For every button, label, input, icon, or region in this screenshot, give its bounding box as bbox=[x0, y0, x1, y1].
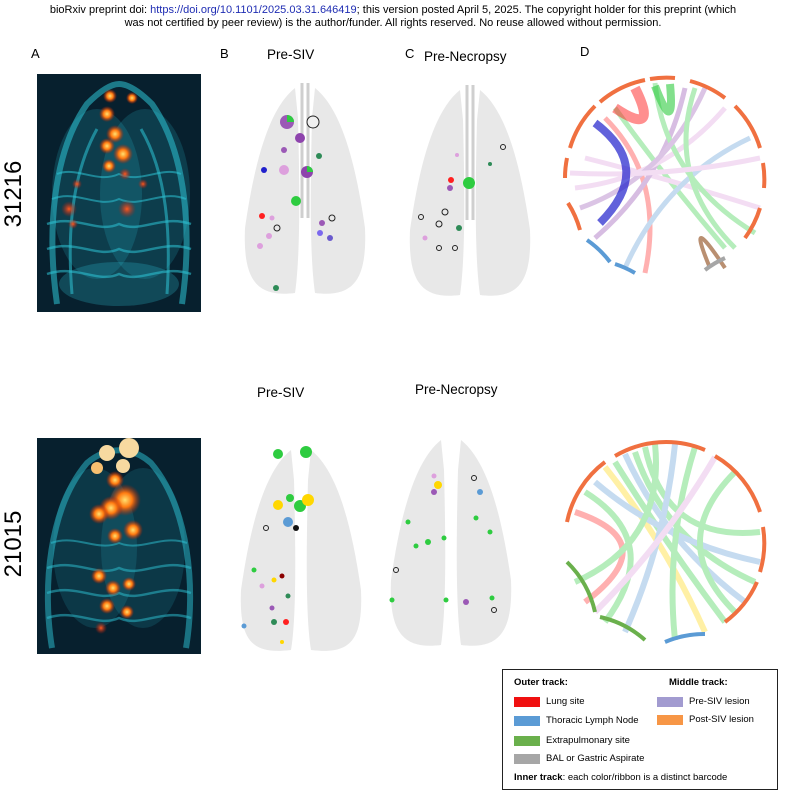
lung-map-pre-necropsy-bottom bbox=[389, 440, 512, 646]
legend-swatch-bal-gastric bbox=[514, 753, 540, 764]
legend-swatch-extrapulmonary-site bbox=[514, 735, 540, 746]
legend-label-lung-site: Lung site bbox=[546, 696, 585, 707]
preprint-prefix: bioRxiv preprint doi: bbox=[49, 4, 151, 16]
panel-letter-a: A bbox=[31, 46, 40, 61]
legend-label-post-siv-lesion: Post-SIV lesion bbox=[689, 714, 754, 725]
preprint-suffix: ; this version posted April 5, 2025. The… bbox=[356, 4, 737, 16]
pet-ct-image-bottom bbox=[37, 438, 201, 654]
legend-item-bal-gastric: BAL or Gastric Aspirate bbox=[514, 753, 644, 764]
legend-swatch-lung-site bbox=[514, 696, 540, 707]
legend-item-lung-site: Lung site bbox=[514, 696, 585, 707]
preprint-line2: was not certified by peer review) is the… bbox=[124, 16, 662, 29]
title-pre-siv-bottom: Pre-SIV bbox=[257, 385, 305, 400]
legend-box: Outer track: Middle track: Lung site Tho… bbox=[502, 669, 778, 790]
panel-letter-b: B bbox=[220, 46, 229, 61]
legend-item-extrapulmonary-site: Extrapulmonary site bbox=[514, 735, 630, 746]
subject-id-top: 31216 bbox=[0, 160, 27, 228]
legend-inner-track-note: Inner track: each color/ribbon is a dist… bbox=[514, 772, 727, 783]
lung-map-pre-siv-bottom bbox=[240, 446, 362, 651]
title-pre-necropsy-top: Pre-Necropsy bbox=[424, 49, 507, 64]
subject-id-bottom: 21015 bbox=[0, 510, 27, 578]
lung-map-pre-siv-top bbox=[244, 83, 366, 294]
legend-middle-track-header: Middle track: bbox=[669, 677, 728, 688]
legend-label-extrapulmonary-site: Extrapulmonary site bbox=[546, 735, 630, 746]
legend-item-thoracic-lymph-node: Thoracic Lymph Node bbox=[514, 715, 639, 726]
lung-map-pre-necropsy-top bbox=[409, 85, 531, 296]
legend-inner-track-bold: Inner track bbox=[514, 772, 563, 783]
panel-letter-c: C bbox=[405, 46, 415, 61]
legend-label-pre-siv-lesion: Pre-SIV lesion bbox=[689, 696, 750, 707]
doi-link[interactable]: https://doi.org/10.1101/2025.03.31.64641… bbox=[150, 4, 357, 16]
panel-letter-d: D bbox=[580, 44, 590, 59]
legend-swatch-thoracic-lymph-node bbox=[514, 715, 540, 726]
chord-diagram-top bbox=[562, 75, 767, 275]
chord-diagram-bottom bbox=[565, 440, 767, 644]
legend-outer-track-header: Outer track: bbox=[514, 677, 568, 688]
legend-label-thoracic-lymph-node: Thoracic Lymph Node bbox=[546, 715, 639, 726]
title-pre-siv-top: Pre-SIV bbox=[267, 47, 315, 62]
legend-swatch-pre-siv-lesion bbox=[657, 696, 683, 707]
legend-item-pre-siv-lesion: Pre-SIV lesion bbox=[657, 696, 750, 707]
legend-label-bal-gastric: BAL or Gastric Aspirate bbox=[546, 753, 645, 764]
title-pre-necropsy-bottom: Pre-Necropsy bbox=[415, 382, 498, 397]
legend-swatch-post-siv-lesion bbox=[657, 714, 683, 725]
pet-ct-image-top bbox=[37, 74, 201, 312]
legend-inner-track-text: : each color/ribbon is a distinct barcod… bbox=[562, 772, 728, 783]
preprint-notice: bioRxiv preprint doi: https://doi.org/10… bbox=[0, 4, 786, 29]
legend-item-post-siv-lesion: Post-SIV lesion bbox=[657, 714, 754, 725]
